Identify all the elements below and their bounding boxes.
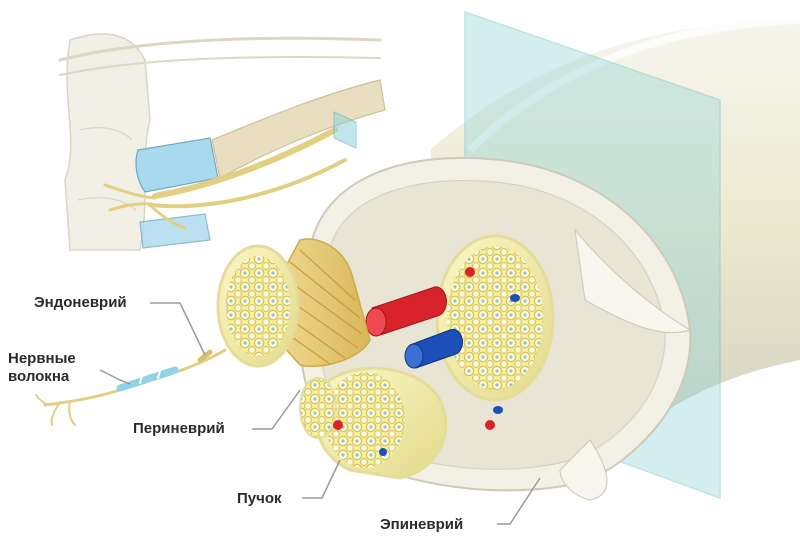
label-nerve-fibers-line2: волокна [8, 368, 70, 385]
leader-epineurium [497, 477, 541, 525]
small-section-plane [333, 111, 357, 149]
single-nerve-fiber [35, 348, 227, 426]
fascicle-bottom [299, 366, 448, 480]
blood-vessels [365, 286, 463, 369]
fascicle-left-exposed [216, 238, 371, 368]
leader-lines [99, 302, 541, 525]
fascicle-right [435, 234, 555, 430]
leader-nerve-fibers [99, 369, 131, 385]
label-perineurium: Периневрий [133, 420, 225, 437]
label-endoneurium: Эндоневрий [34, 294, 127, 311]
label-nerve-fibers-line1: Нервные [8, 350, 76, 367]
spinal-nerve [58, 36, 382, 230]
leader-perineurium [252, 389, 301, 430]
spinal-column [64, 33, 386, 251]
leader-fascicle [302, 459, 341, 499]
label-epineurium: Эпиневрий [380, 516, 464, 533]
label-fascicle: Пучок [237, 490, 282, 507]
leader-endoneurium [150, 302, 206, 356]
label-nerve-fibers: Нервные волокна [8, 350, 76, 386]
